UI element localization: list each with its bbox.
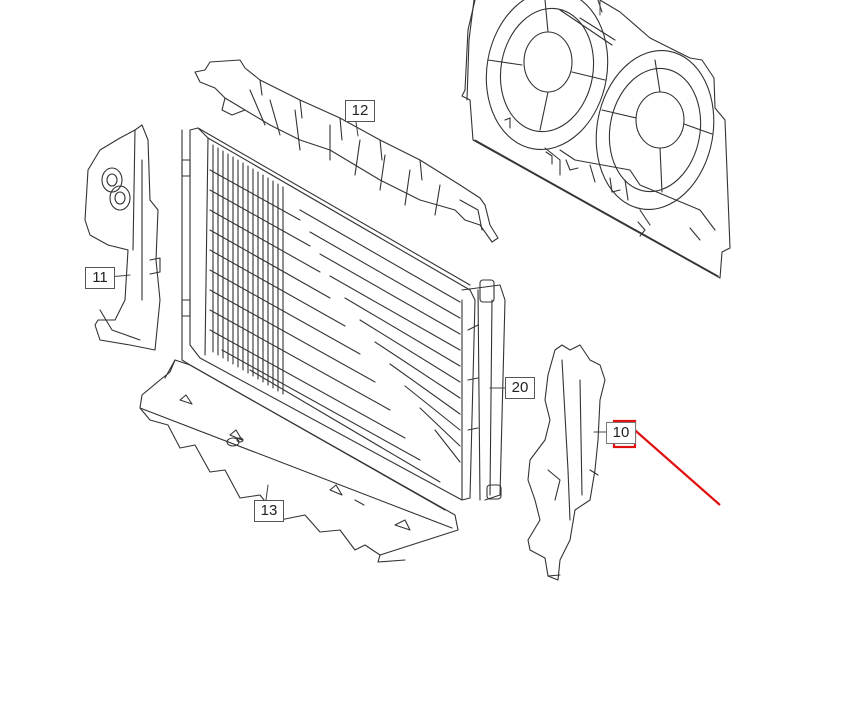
part-label-20: 20: [505, 377, 535, 399]
left-air-guide: [84, 124, 161, 351]
fan-shroud: [461, 0, 731, 279]
part-label-11: 11: [85, 267, 115, 289]
right-air-guide: [527, 344, 606, 581]
upper-air-guide: [194, 59, 499, 243]
lower-air-guide: [139, 359, 459, 563]
annotation-arrow: [628, 424, 721, 506]
part-label-13: 13: [254, 500, 284, 522]
part-label-10: 10: [606, 422, 636, 444]
radiator: [181, 127, 506, 501]
part-label-12: 12: [345, 100, 375, 122]
